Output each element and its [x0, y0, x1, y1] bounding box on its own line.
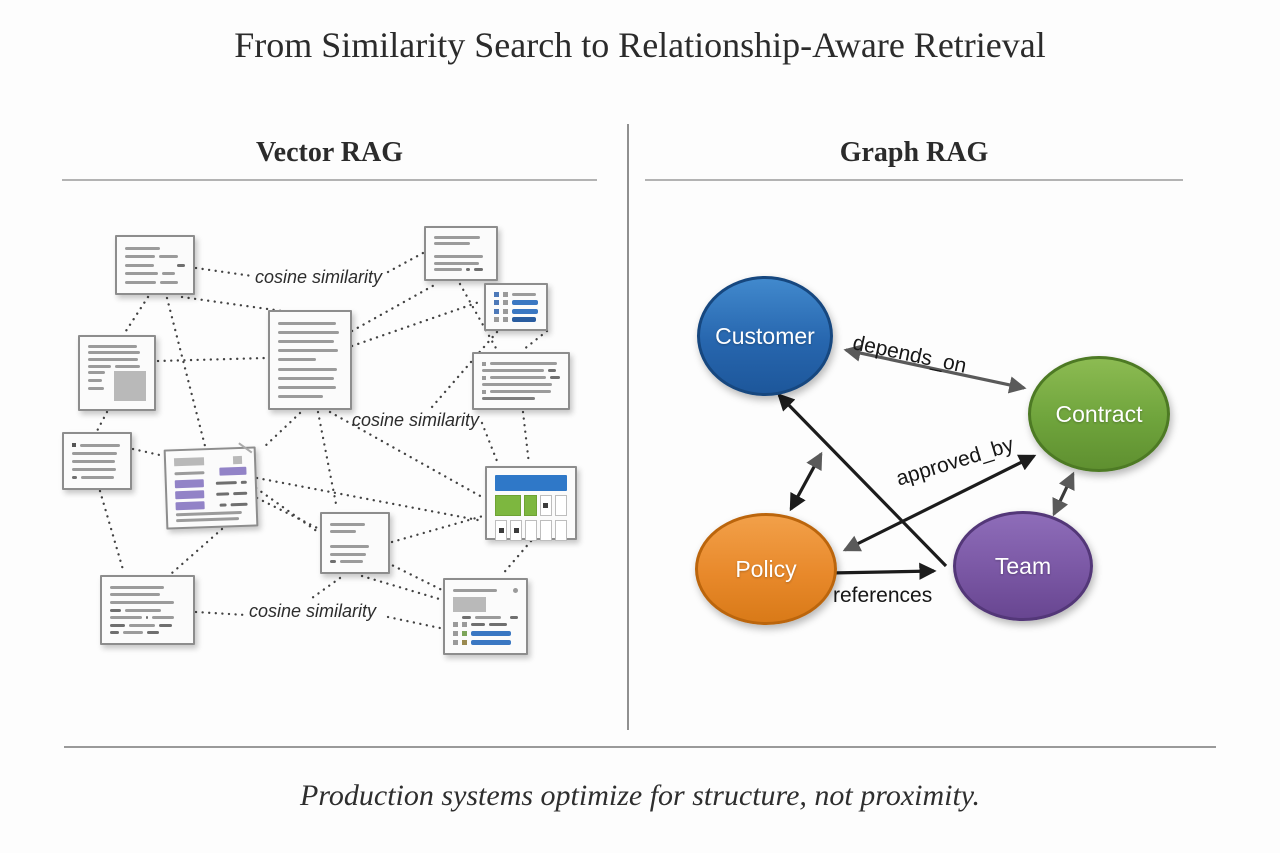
report-document-icon [443, 578, 528, 655]
footer-rule [64, 746, 1216, 748]
node-label: Customer [715, 322, 815, 349]
footer-caption: Production systems optimize for structur… [300, 779, 980, 812]
vector-rag-heading: Vector RAG [256, 137, 403, 168]
edge-approved-by [842, 454, 1037, 552]
page-title: From Similarity Search to Relationship-A… [234, 25, 1046, 65]
document-icon [320, 512, 390, 574]
document-icon [268, 310, 352, 410]
graph-node-team: Team [953, 511, 1093, 621]
document-icon [472, 352, 570, 410]
edge-contract-team [1052, 471, 1075, 517]
table-document-icon [485, 466, 577, 541]
vector-heading-rule [62, 179, 597, 181]
edge-label-references: references [833, 584, 933, 607]
graph-rag-heading: Graph RAG [839, 137, 989, 168]
document-icon [100, 575, 195, 645]
node-label: Contract [1055, 400, 1143, 427]
node-label: Team [994, 552, 1052, 579]
document-icon [424, 226, 498, 281]
panel-divider [627, 124, 629, 730]
document-icon [484, 283, 548, 331]
document-icon [62, 432, 132, 490]
graph-edges [777, 344, 1075, 580]
document-icon-highlighted [163, 442, 259, 530]
graph-node-policy: Policy [695, 513, 837, 625]
cosine-similarity-label: cosine similarity [352, 410, 480, 430]
cosine-similarity-label: cosine similarity [249, 601, 377, 621]
edge-references [829, 562, 937, 580]
graph-node-contract: Contract [1028, 356, 1170, 472]
cosine-similarity-label: cosine similarity [255, 267, 383, 287]
node-label: Policy [735, 555, 797, 582]
edge-customer-policy [789, 451, 823, 512]
similarity-mesh [95, 251, 549, 630]
document-icon [78, 335, 156, 411]
graph-heading-rule [645, 179, 1183, 181]
edge-depends-on [843, 344, 1027, 394]
document-icon [115, 235, 195, 295]
graph-node-customer: Customer [697, 276, 833, 396]
